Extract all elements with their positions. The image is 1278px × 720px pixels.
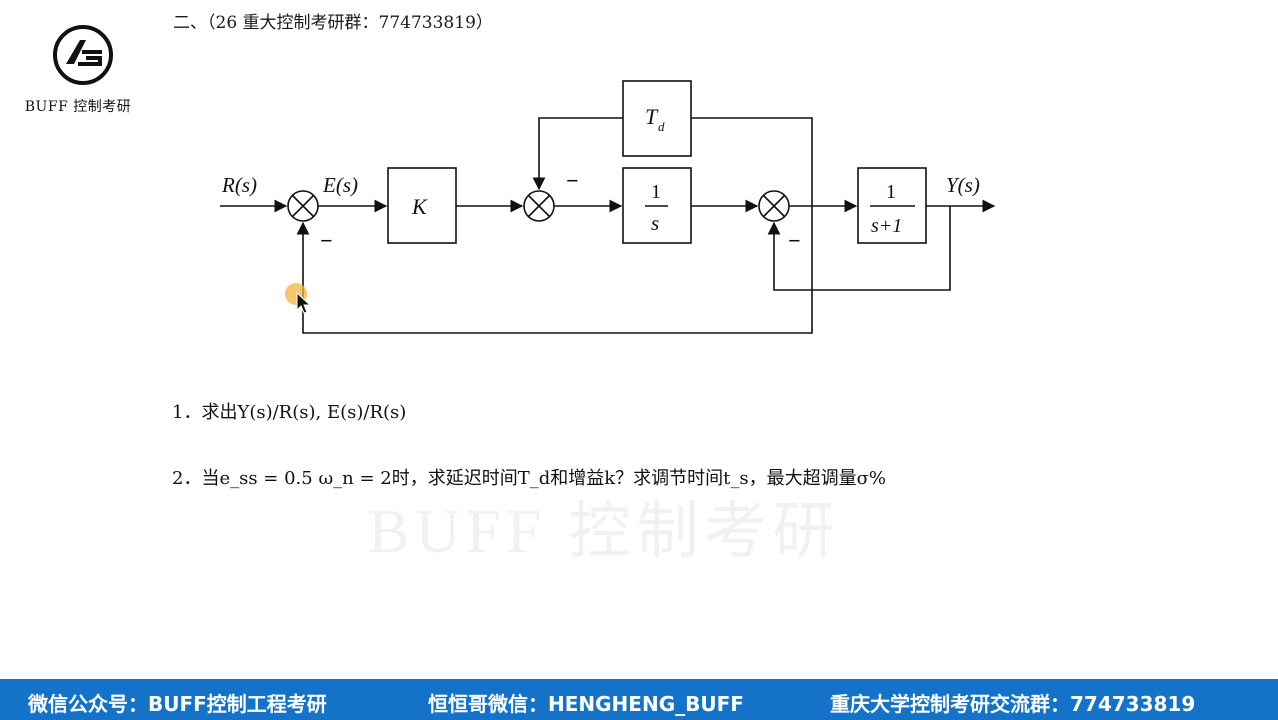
integrator-numerator: 1	[651, 181, 661, 203]
input-label: R(s)	[221, 173, 257, 197]
integrator-denominator: s	[651, 211, 659, 235]
question-1: 1．求出Y(s)/R(s), E(s)/R(s)	[172, 402, 407, 423]
plant-feedback-line	[767, 206, 951, 291]
footer-banner: 微信公众号：BUFF控制工程考研 恒恒哥微信：HENGHENG_BUFF 重庆大…	[0, 679, 1278, 720]
main-feedback-line	[296, 206, 813, 334]
brand-logo: BUFF 控制考研	[10, 20, 140, 120]
watermark: BUFF 控制考研	[368, 498, 841, 566]
minus-sign-sum3: −	[788, 228, 801, 253]
problem-heading: 二、（26 重大控制考研群：774733819）	[173, 13, 493, 33]
block-diagram: R(s) E(s) Y(s) K T d 1 s 1 s+1 − − −	[220, 80, 996, 334]
td-block-subscript: d	[658, 119, 665, 134]
minus-sign-sum1: −	[320, 228, 333, 253]
error-label: E(s)	[322, 173, 358, 197]
plant-numerator: 1	[886, 181, 896, 203]
footer-wechat-official: 微信公众号：BUFF控制工程考研	[28, 692, 327, 716]
gain-block-label: K	[411, 194, 428, 219]
td-feedback-line	[691, 117, 813, 206]
td-block-label: T	[645, 104, 659, 129]
footer-wechat-personal: 恒恒哥微信：HENGHENG_BUFF	[428, 692, 744, 716]
buff-logo-icon	[53, 25, 113, 85]
question-2: 2．当e_ss = 0.5 ω_n = 2时，求延迟时间T_d和增益k？求调节时…	[172, 468, 886, 489]
logo-text: BUFF 控制考研	[24, 99, 132, 115]
mouse-cursor-icon	[296, 292, 312, 314]
output-label: Y(s)	[946, 173, 980, 197]
minus-sign-sum2: −	[566, 168, 579, 193]
plant-denominator: s+1	[871, 215, 902, 237]
footer-group: 重庆大学控制考研交流群：774733819	[830, 692, 1196, 716]
